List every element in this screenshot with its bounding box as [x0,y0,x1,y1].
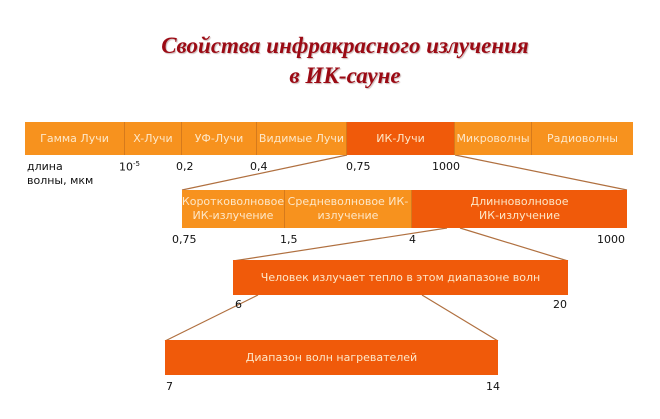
connector-line [459,227,569,262]
connector-line [421,294,499,342]
tick-label: 0,4 [250,160,268,173]
heater-range-bar: Диапазон волн нагревателей [165,340,498,375]
tick-label: 6 [235,298,242,311]
tick-label: 1,5 [280,233,298,246]
segment-radio: Радиоволны [532,122,633,155]
tick-label: 1000 [432,160,460,173]
segment-ir: ИК-Лучи [347,122,455,155]
axis-label: длина волны, мкм [27,160,94,187]
title-line-2: в ИК-сауне [289,63,401,88]
human-range-label: Человек излучает тепло в этом диапазоне … [233,260,568,295]
segment-long-wave-ir: Длинноволновое ИК-излучение [412,190,627,228]
human-range-bar: Человек излучает тепло в этом диапазоне … [233,260,568,295]
connector-line [232,227,448,262]
segment-medium-wave-ir: Средневолновое ИК-излучение [285,190,412,228]
tick-label: 7 [166,380,173,393]
ir-bar: Коротковолновое ИК-излучение Средневолно… [182,190,627,228]
title-line-1: Свойства инфракрасного излучения [161,33,529,58]
heater-range-label: Диапазон волн нагревателей [165,340,498,375]
connector-line [181,154,348,191]
connector-line [164,294,259,342]
segment-microwave: Микроволны [455,122,532,155]
tick-label: 0,75 [172,233,197,246]
tick-label: 20 [553,298,567,311]
segment-uv: УФ-Лучи [182,122,257,155]
tick-label: 14 [486,380,500,393]
segment-gamma: Гамма Лучи [25,122,125,155]
tick-label: 0,2 [176,160,194,173]
tick-label: 4 [409,233,416,246]
tick-label: 10-5 [119,160,140,174]
segment-short-wave-ir: Коротковолновое ИК-излучение [182,190,285,228]
tick-label: 1000 [597,233,625,246]
segment-visible: Видимые Лучи [257,122,347,155]
segment-x-ray: X-Лучи [125,122,182,155]
connector-line [454,154,628,191]
tick-label: 0,75 [346,160,371,173]
spectrum-bar: Гамма Лучи X-Лучи УФ-Лучи Видимые Лучи И… [25,122,633,155]
